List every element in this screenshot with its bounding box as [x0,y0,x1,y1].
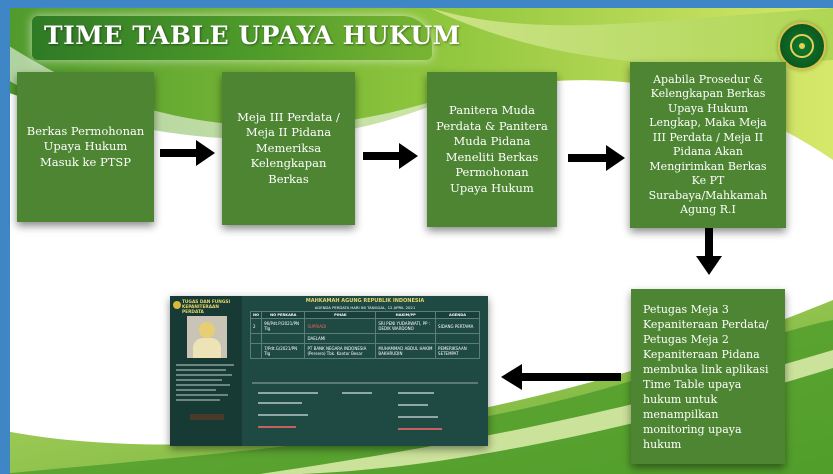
table-row: 7/Pdt.G/2021/PN Tlg PT BANK NEGARA INDON… [249,343,480,359]
app-detail-panel [252,382,478,440]
step-box-2: Meja III Perdata / Meja II Pidana Memeri… [222,72,355,225]
arrow-right-3 [568,145,625,171]
app-screenshot: TUGAS DAN FUNGSI KEPANITERAAN PERDATA MA… [170,296,488,446]
table-row: 2 96/Pdt.P/2021/PN Tlg SUPRIADI SRI PENI… [249,318,480,334]
court-emblem-icon [778,22,826,70]
app-sidebar-text [176,364,236,404]
arrow-right-1 [160,140,215,166]
app-subheader: AGENDA PERDATA HARI INI TANGGAL, 12 APRI… [314,305,416,310]
agenda-table: NO NO PERKARA PIHAK HAKIM/PP AGENDA 2 96… [249,311,480,359]
app-sidebar-title: TUGAS DAN FUNGSI KEPANITERAAN PERDATA [182,300,231,315]
table-header-row: NO NO PERKARA PIHAK HAKIM/PP AGENDA [249,311,480,319]
step-text-3: Panitera Muda Perdata & Panitera Muda Pi… [436,103,548,195]
table-row: DAELAMI [249,333,480,344]
arrow-down [696,228,722,275]
step-box-4: Apabila Prosedur & Kelengkapan Berkas Up… [630,62,786,228]
arrow-right-2 [363,143,418,169]
app-sidebar-button [190,414,224,420]
arrow-left [501,364,621,390]
frame-border-top [0,0,833,8]
app-header: MAHKAMAH AGUNG REPUBLIK INDONESIA [305,298,425,304]
step-text-2: Meja III Perdata / Meja II Pidana Memeri… [237,109,340,186]
step-box-1: Berkas Permohonan Upaya Hukum Masuk ke P… [17,72,154,222]
step-box-5: Petugas Meja 3 Kepaniteraan Perdata/ Pet… [631,289,785,464]
step-text-5: Petugas Meja 3 Kepaniteraan Perdata/ Pet… [643,302,769,451]
frame-border-left [0,0,10,474]
step-text-4: Apabila Prosedur & Kelengkapan Berkas Up… [648,72,768,217]
official-photo [187,316,227,358]
page-title: TIME TABLE UPAYA HUKUM [44,21,461,50]
app-logo-icon [173,301,181,309]
title-banner [32,16,432,60]
step-text-1: Berkas Permohonan Upaya Hukum Masuk ke P… [26,123,145,169]
step-box-3: Panitera Muda Perdata & Panitera Muda Pi… [427,72,557,227]
